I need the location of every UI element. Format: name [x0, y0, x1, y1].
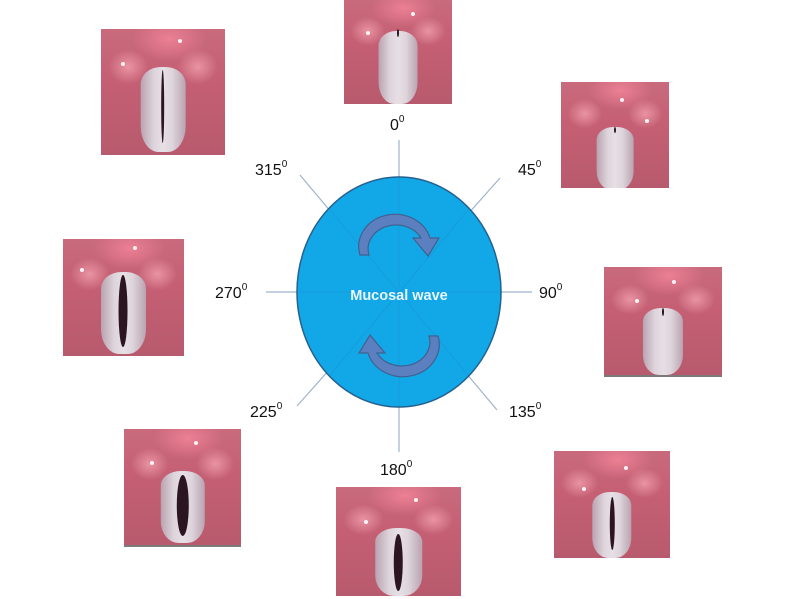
angle-label-0: 00 — [390, 114, 405, 134]
vocal-fold-image-90 — [604, 267, 722, 377]
angle-label-90: 900 — [539, 282, 563, 302]
vocal-fold-image-180 — [336, 487, 461, 596]
vocal-fold-image-225 — [124, 429, 241, 547]
vocal-fold-image-135 — [554, 451, 670, 558]
angle-label-180: 1800 — [380, 459, 413, 479]
center-label: Mucosal wave — [350, 288, 448, 304]
vocal-fold-image-270 — [63, 239, 184, 356]
angle-label-45: 450 — [518, 159, 542, 179]
angle-label-315: 3150 — [255, 159, 288, 179]
rotation-arrow-bottom-icon — [357, 333, 440, 378]
angle-label-135: 1350 — [509, 401, 542, 421]
vocal-fold-image-315 — [101, 29, 225, 155]
vocal-fold-image-45 — [561, 82, 669, 188]
angle-label-225: 2250 — [250, 401, 283, 421]
angle-label-270: 2700 — [215, 282, 248, 302]
rotation-arrow-top-icon — [358, 213, 441, 258]
vocal-fold-image-0 — [344, 0, 452, 104]
